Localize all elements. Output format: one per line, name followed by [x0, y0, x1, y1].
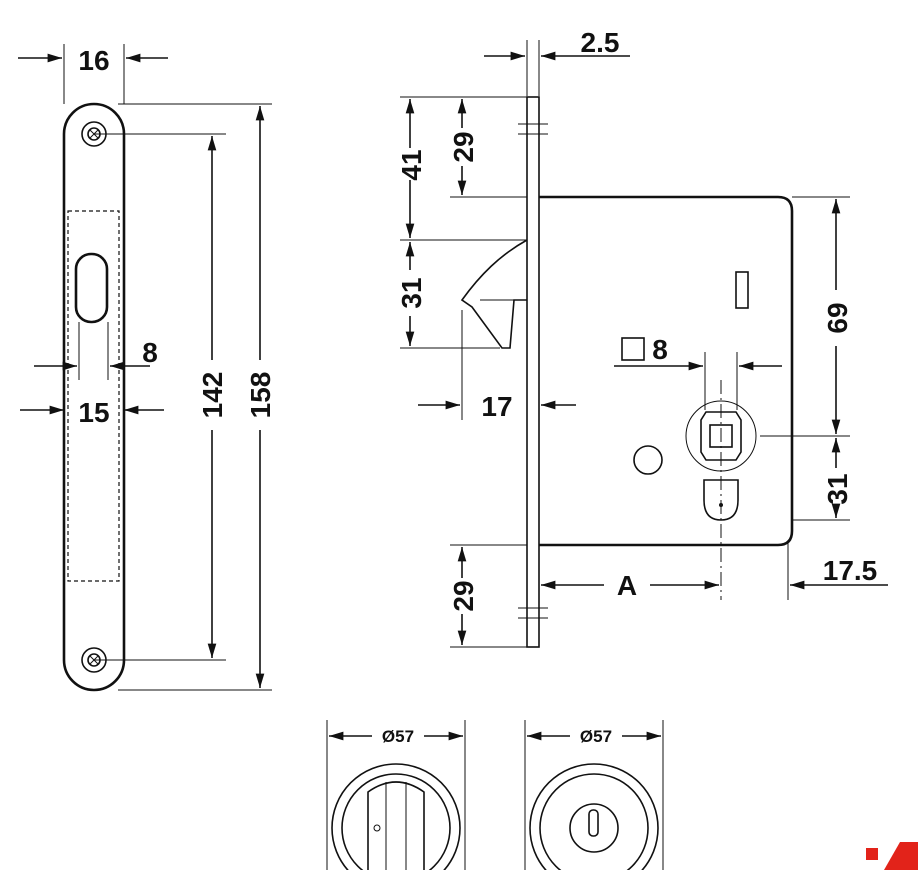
dim-label-17: 17: [481, 391, 512, 422]
forend-plate: [526, 96, 540, 648]
slot-opening: [735, 271, 749, 309]
dim-keyhole-width: 8: [34, 322, 158, 380]
rosette-left: Ø57: [326, 720, 466, 870]
dim-label-8: 8: [142, 337, 158, 368]
lock-side-view: [460, 96, 794, 648]
dim-total-height: 158: [118, 103, 276, 691]
dim-screw-spacing: 142: [94, 133, 228, 661]
dim-label-2-5: 2.5: [581, 27, 620, 58]
dim-spindle-to-bottom: 31: [792, 438, 853, 521]
hook-bolt: [460, 239, 528, 349]
dim-label-31-hook: 31: [396, 277, 427, 308]
dim-square-spindle: 8: [614, 334, 782, 410]
square-symbol: [621, 337, 645, 361]
round-hole: [633, 445, 663, 475]
dim-label-31-lower: 31: [822, 473, 853, 504]
dim-label-142: 142: [197, 372, 228, 419]
dim-label-29-bottom: 29: [448, 580, 479, 611]
dim-body-height: 69: [760, 196, 853, 437]
dim-body-back-offset: 17.5: [787, 540, 888, 600]
dim-hook-projection: 17: [418, 310, 576, 422]
dim-label-A: A: [617, 570, 637, 601]
faceplate-front-view: [62, 102, 126, 692]
dim-label-dia-right: Ø57: [580, 727, 612, 746]
dim-label-41: 41: [396, 149, 427, 180]
dim-label-dia-left: Ø57: [382, 727, 414, 746]
rosette-right: Ø57: [524, 720, 664, 870]
dim-hook-height: 31: [396, 241, 500, 349]
dim-forend-thickness: 2.5: [484, 27, 630, 96]
dim-label-158: 158: [245, 372, 276, 419]
dim-label-15: 15: [78, 397, 109, 428]
dim-backset: A: [541, 570, 719, 601]
dim-label-square-8: 8: [652, 334, 668, 365]
keyhole-slot: [74, 252, 109, 324]
dim-label-29-top: 29: [448, 131, 479, 162]
dim-label-69: 69: [822, 302, 853, 333]
cylinder-profile: [685, 380, 757, 600]
lock-case-body: [539, 195, 794, 547]
dim-faceplate-width: 16: [18, 44, 168, 104]
dim-label-17-5: 17.5: [823, 555, 878, 586]
faceplate-outline: [62, 102, 126, 692]
dim-bottom-offset: 29: [448, 544, 527, 648]
brand-logo: [866, 842, 918, 870]
dim-top-offsets: 41 29: [396, 96, 527, 241]
dim-label-16: 16: [78, 45, 109, 76]
dim-forend-inner-width: 15: [20, 397, 164, 428]
